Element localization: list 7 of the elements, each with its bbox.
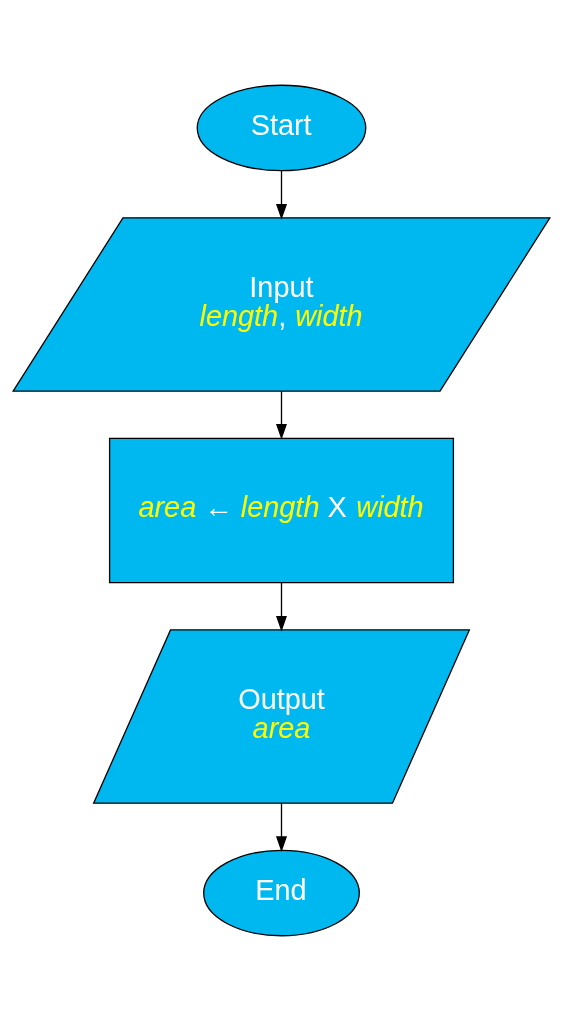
node-ellipse: End	[203, 849, 360, 937]
node-ellipse: Start	[196, 84, 367, 172]
arrow	[276, 802, 287, 853]
arrow	[276, 390, 287, 440]
node-box: area ← length X width	[108, 437, 455, 584]
arrow	[276, 170, 287, 220]
arrow	[276, 582, 287, 632]
